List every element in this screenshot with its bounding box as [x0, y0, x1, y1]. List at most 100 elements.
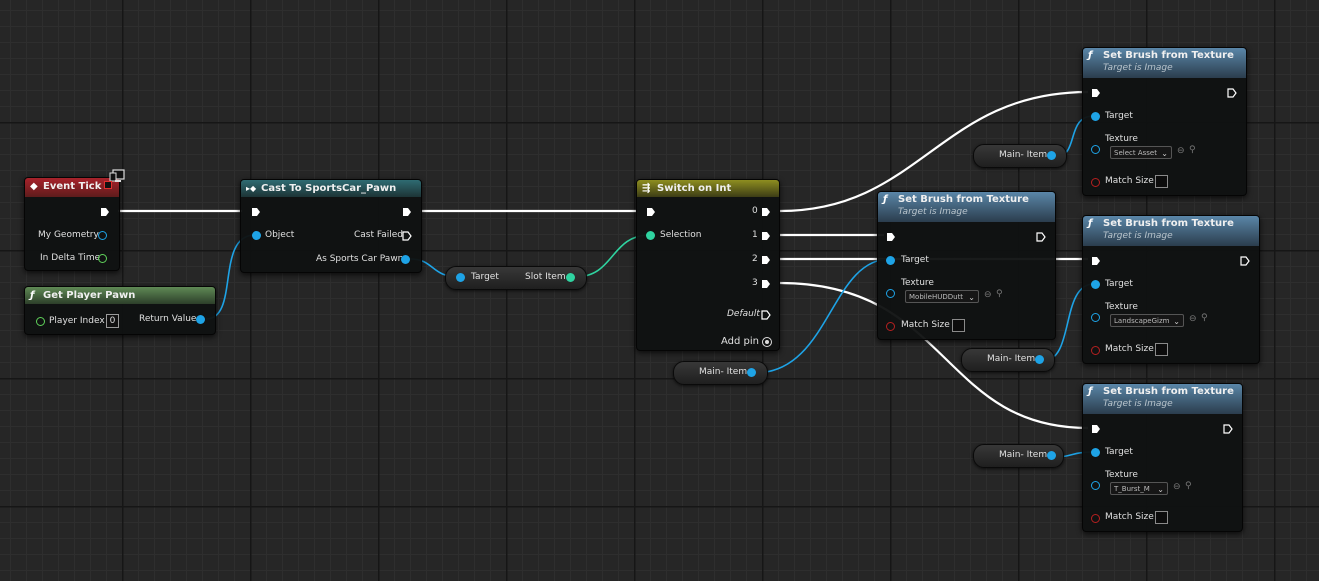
- match-size-pin[interactable]: [886, 322, 895, 331]
- set-brush-subtitle: Target is Image: [1103, 231, 1173, 241]
- exec-out-pin[interactable]: [402, 207, 412, 217]
- texture-dropdown[interactable]: T_Burst_M ⌄: [1110, 482, 1168, 495]
- texture-pin[interactable]: [1091, 481, 1100, 490]
- texture-value: LandscapeGizm: [1114, 317, 1170, 325]
- selection-pin[interactable]: [646, 231, 655, 240]
- player-index-input[interactable]: 0: [106, 314, 119, 328]
- main-item-pin[interactable]: [747, 368, 756, 377]
- object-pin[interactable]: [252, 231, 261, 240]
- exec-out-pin[interactable]: [1227, 88, 1237, 98]
- switch-header: ⇶ Switch on Int: [637, 180, 779, 197]
- match-size-checkbox[interactable]: [1155, 511, 1168, 524]
- switch-out-2-label: 2: [752, 254, 758, 264]
- target-pin[interactable]: [1091, 280, 1100, 289]
- set-brush-subtitle: Target is Image: [1103, 399, 1173, 409]
- event-tick-node[interactable]: ◆ Event Tick My Geometry In Delta Time: [24, 177, 120, 271]
- switch-out-1-label: 1: [752, 230, 758, 240]
- object-wire: [754, 258, 891, 374]
- main-item-pin[interactable]: [1047, 451, 1056, 460]
- add-pin-icon[interactable]: [762, 337, 772, 347]
- exec-out-pin[interactable]: [1036, 232, 1046, 242]
- switch-out-1-pin[interactable]: [761, 231, 771, 241]
- switch-out-0-pin[interactable]: [761, 207, 771, 217]
- breakpoint-pin[interactable]: [104, 181, 112, 189]
- match-size-pin[interactable]: [1091, 346, 1100, 355]
- default-pin[interactable]: [761, 310, 771, 320]
- set-brush-node-4[interactable]: ƒ Set Brush from Texture Target is Image…: [1082, 383, 1243, 532]
- exec-out-pin[interactable]: [100, 207, 110, 217]
- browse-icon[interactable]: ⚲: [1185, 481, 1192, 491]
- cast-icon: ▸◆: [246, 184, 257, 193]
- use-selected-icon[interactable]: ⊖: [1173, 482, 1181, 492]
- slot-item-node[interactable]: Target Slot Item: [445, 266, 587, 290]
- event-tick-title: Event Tick: [43, 181, 102, 192]
- main-item-label: Main- Item: [987, 354, 1036, 364]
- switch-title: Switch on Int: [657, 183, 732, 194]
- slot-target-pin[interactable]: [456, 273, 465, 282]
- exec-in-pin[interactable]: [646, 207, 656, 217]
- exec-in-pin[interactable]: [251, 207, 261, 217]
- set-brush-node-2[interactable]: ƒ Set Brush from Texture Target is Image…: [877, 191, 1056, 340]
- match-size-pin[interactable]: [1091, 514, 1100, 523]
- exec-in-pin[interactable]: [1091, 88, 1101, 98]
- slot-item-pin[interactable]: [566, 273, 575, 282]
- exec-in-pin[interactable]: [1091, 424, 1101, 434]
- texture-pin[interactable]: [1091, 145, 1100, 154]
- texture-pin[interactable]: [1091, 313, 1100, 322]
- main-item-label: Main- Item: [699, 367, 748, 377]
- switch-icon: ⇶: [642, 183, 651, 194]
- target-label: Target: [1105, 111, 1133, 121]
- texture-dropdown[interactable]: Select Asset⌄: [1110, 146, 1172, 159]
- set-brush-node-3[interactable]: ƒ Set Brush from Texture Target is Image…: [1082, 215, 1260, 364]
- browse-icon[interactable]: ⚲: [1189, 145, 1196, 155]
- switch-out-3-pin[interactable]: [761, 279, 771, 289]
- target-label: Target: [1105, 279, 1133, 289]
- switch-out-2-pin[interactable]: [761, 255, 771, 265]
- my-geometry-pin[interactable]: [98, 231, 107, 240]
- player-index-pin[interactable]: [36, 317, 45, 326]
- cast-to-sportscar-pawn-node[interactable]: ▸◆ Cast To SportsCar_Pawn Object Cast Fa…: [240, 179, 422, 273]
- exec-in-pin[interactable]: [1091, 256, 1101, 266]
- return-value-pin[interactable]: [196, 315, 205, 324]
- target-pin[interactable]: [1091, 112, 1100, 121]
- exec-out-pin[interactable]: [1223, 424, 1233, 434]
- match-size-checkbox[interactable]: [1155, 343, 1168, 356]
- use-selected-icon[interactable]: ⊖: [1189, 314, 1197, 324]
- texture-pin[interactable]: [886, 289, 895, 298]
- target-pin[interactable]: [1091, 448, 1100, 457]
- monitor-icon: [108, 169, 125, 182]
- main-item-pin[interactable]: [1047, 151, 1056, 160]
- main-item-var-1[interactable]: Main- Item: [673, 361, 768, 385]
- main-item-var-2[interactable]: Main- Item: [973, 144, 1067, 168]
- target-pin[interactable]: [886, 256, 895, 265]
- get-player-pawn-node[interactable]: ƒ Get Player Pawn Player Index 0 Return …: [24, 286, 216, 335]
- slot-target-label: Target: [471, 272, 499, 282]
- main-item-var-3[interactable]: Main- Item: [961, 348, 1055, 372]
- texture-dropdown[interactable]: MobileHUDDutt⌄: [905, 290, 979, 303]
- match-size-checkbox[interactable]: [952, 319, 965, 332]
- set-brush-node-1[interactable]: ƒ Set Brush from Texture Target is Image…: [1082, 47, 1247, 196]
- use-selected-icon[interactable]: ⊖: [1177, 146, 1185, 156]
- as-pawn-pin[interactable]: [401, 255, 410, 264]
- texture-value: T_Burst_M: [1114, 485, 1150, 493]
- in-delta-time-pin[interactable]: [98, 254, 107, 263]
- switch-on-int-node[interactable]: ⇶ Switch on Int Selection 0 1 2 3 Defaul…: [636, 179, 780, 351]
- set-brush-title: Set Brush from Texture: [1103, 218, 1234, 229]
- match-size-pin[interactable]: [1091, 178, 1100, 187]
- match-size-checkbox[interactable]: [1155, 175, 1168, 188]
- browse-icon[interactable]: ⚲: [1201, 313, 1208, 323]
- browse-icon[interactable]: ⚲: [996, 289, 1003, 299]
- exec-wire: [779, 281, 1089, 430]
- exec-in-pin[interactable]: [886, 232, 896, 242]
- add-pin-label[interactable]: Add pin: [721, 336, 760, 347]
- chevron-down-icon: ⌄: [1157, 485, 1164, 494]
- texture-dropdown[interactable]: LandscapeGizm⌄: [1110, 314, 1184, 327]
- default-label: Default: [727, 309, 760, 319]
- main-item-pin[interactable]: [1035, 355, 1044, 364]
- texture-value: MobileHUDDutt: [909, 293, 964, 301]
- main-item-var-4[interactable]: Main- Item: [973, 444, 1064, 468]
- exec-out-pin[interactable]: [1240, 256, 1250, 266]
- use-selected-icon[interactable]: ⊖: [984, 290, 992, 300]
- return-value-label: Return Value: [139, 314, 197, 324]
- cast-failed-pin[interactable]: [402, 231, 412, 241]
